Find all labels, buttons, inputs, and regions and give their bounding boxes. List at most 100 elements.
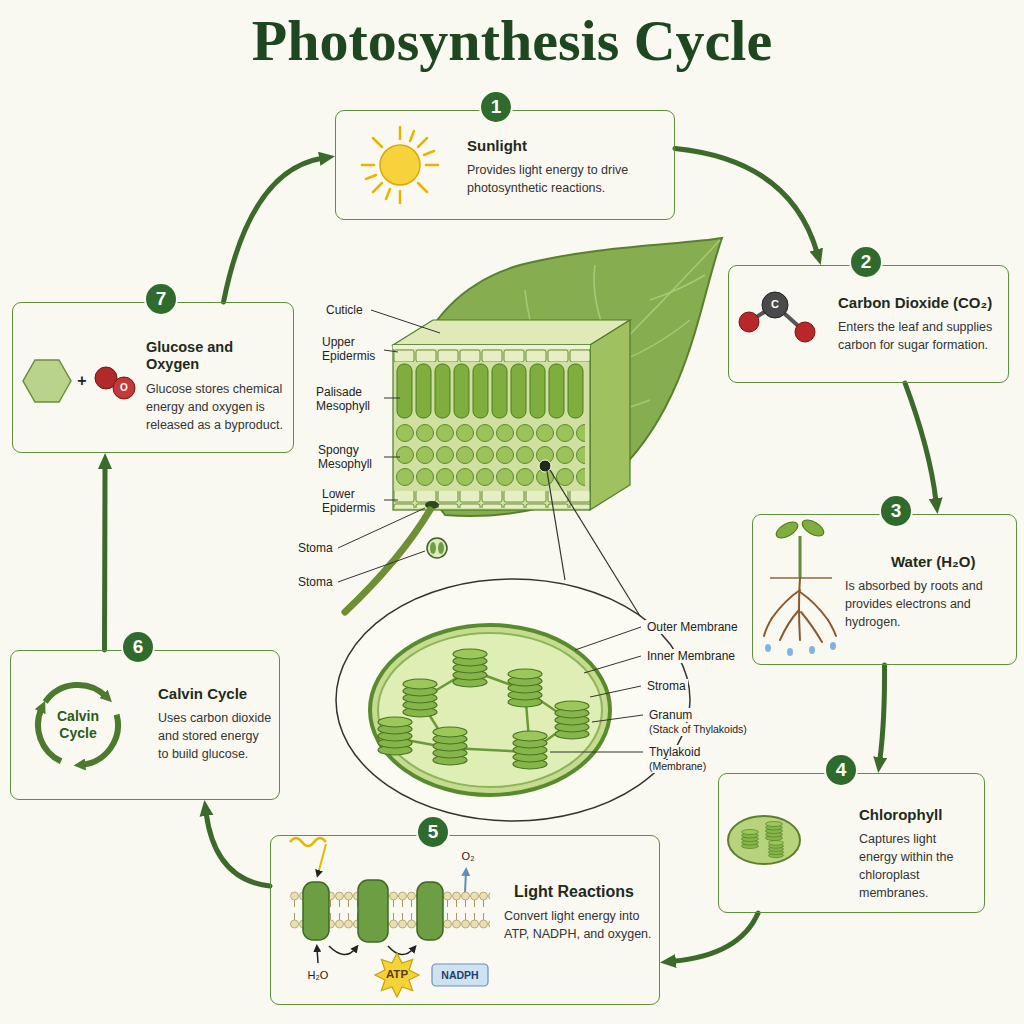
chloroplast-icon bbox=[728, 816, 800, 864]
sun-icon bbox=[380, 145, 420, 185]
chloroplast-detail bbox=[508, 669, 542, 707]
leaf-cross-section bbox=[427, 538, 447, 558]
part-label: Outer Membrane bbox=[645, 620, 740, 634]
chloroplast-detail bbox=[403, 679, 437, 717]
chloroplast-detail bbox=[336, 579, 690, 821]
chloroplast-icon bbox=[766, 822, 783, 841]
plant-roots-icon bbox=[799, 578, 800, 640]
chloroplast-detail bbox=[378, 633, 602, 787]
chloroplast-detail bbox=[584, 656, 641, 673]
plant-roots-icon bbox=[800, 517, 827, 539]
cycle-arrow bbox=[905, 383, 936, 501]
leaf-cross-section bbox=[430, 542, 436, 554]
sun-icon bbox=[418, 183, 427, 192]
leader-lines bbox=[384, 457, 400, 458]
sun-icon bbox=[362, 127, 438, 203]
step-box: 3Water (H₂O)Is absorbed by roots and pro… bbox=[752, 514, 1017, 665]
chloroplast-detail bbox=[575, 627, 641, 650]
step-number: 4 bbox=[824, 753, 858, 787]
chloroplast-detail bbox=[555, 701, 589, 739]
part-label: Inner Membrane bbox=[645, 649, 737, 663]
step-number: 2 bbox=[849, 245, 883, 279]
step-number: 1 bbox=[479, 90, 513, 124]
cycle-arrow bbox=[224, 158, 323, 302]
icon-label: + bbox=[77, 371, 86, 390]
sun-icon bbox=[366, 175, 376, 179]
sun-icon bbox=[399, 127, 402, 139]
chloroplast-detail bbox=[453, 649, 487, 687]
part-label: Spongy Mesophyll bbox=[318, 443, 394, 472]
calvin-cycle-icon bbox=[45, 685, 106, 702]
step-heading: Calvin Cycle bbox=[158, 685, 266, 703]
leader-lines bbox=[384, 500, 398, 501]
chloroplast-detail bbox=[433, 727, 467, 765]
step-heading: Water (H₂O) bbox=[891, 553, 1005, 571]
sun-icon bbox=[373, 183, 382, 192]
leader-lines bbox=[384, 398, 400, 399]
plant-roots-icon bbox=[765, 642, 836, 656]
glucose-oxygen-icon bbox=[23, 360, 135, 402]
step-box: 7Glucose and OxygenGlucose stores chemic… bbox=[12, 302, 294, 453]
chloroplast-detail bbox=[592, 715, 643, 722]
cycle-arrow bbox=[880, 665, 885, 760]
chloroplast-icon bbox=[768, 841, 783, 858]
step-number: 6 bbox=[121, 630, 155, 664]
cycle-arrow bbox=[673, 913, 758, 961]
leader-lines bbox=[371, 310, 440, 333]
sun-icon bbox=[373, 138, 382, 147]
icon-label: H₂O bbox=[308, 969, 329, 982]
cycle-arrow bbox=[675, 149, 817, 253]
leaf-cross-section bbox=[345, 320, 630, 612]
co2-molecule bbox=[739, 292, 815, 342]
chloroplast-detail bbox=[590, 686, 641, 697]
thylakoid-membrane-icon bbox=[465, 872, 466, 892]
chloroplast-detail bbox=[370, 625, 610, 795]
chloroplast-detail bbox=[336, 579, 690, 821]
step-description: Glucose stores chemical energy and oxyge… bbox=[146, 380, 286, 434]
thylakoid-membrane-icon bbox=[375, 953, 419, 997]
chloroplast-detail bbox=[550, 627, 643, 752]
glucose-oxygen-icon bbox=[113, 377, 135, 399]
step-heading: Sunlight bbox=[467, 137, 664, 155]
leader-lines bbox=[384, 350, 398, 352]
plant-roots-icon bbox=[801, 612, 822, 642]
step-number: 3 bbox=[879, 494, 913, 528]
leaf-cross-section bbox=[590, 320, 630, 510]
sun-icon bbox=[362, 127, 438, 203]
leaf-cross-section bbox=[393, 349, 590, 362]
sun-icon bbox=[399, 191, 402, 203]
chloroplast-detail bbox=[513, 731, 547, 769]
icon-label: O bbox=[120, 382, 128, 394]
step-heading: Carbon Dioxide (CO₂) bbox=[838, 294, 997, 312]
icon-label: C bbox=[771, 298, 779, 311]
icon-label: ATP bbox=[386, 968, 408, 982]
plant-roots-icon bbox=[764, 578, 836, 642]
part-label: Palisade Mesophyll bbox=[316, 385, 396, 414]
plant-roots-icon bbox=[764, 517, 836, 656]
icon-label: NADPH bbox=[441, 969, 478, 982]
leaf-cross-section bbox=[393, 345, 590, 510]
thylakoid-membrane-icon bbox=[417, 882, 443, 940]
step-description: Is absorbed by roots and provides electr… bbox=[845, 577, 1009, 631]
step-box: 4ChlorophyllCaptures light energy within… bbox=[718, 773, 985, 913]
plant-roots-icon bbox=[764, 618, 772, 636]
thylakoid-membrane-icon bbox=[290, 838, 490, 997]
sun-icon bbox=[424, 151, 434, 155]
step-box: 2Carbon Dioxide (CO₂)Enters the leaf and… bbox=[728, 265, 1009, 383]
leaf-cross-section bbox=[393, 320, 630, 345]
co2-molecule bbox=[739, 312, 759, 332]
leader-lines bbox=[338, 551, 425, 582]
diagram-title: Photosynthesis Cycle bbox=[0, 8, 1024, 75]
sun-icon bbox=[426, 164, 438, 167]
plant-roots-icon bbox=[765, 644, 771, 652]
part-label: Upper Epidermis bbox=[322, 335, 392, 364]
plant-roots-icon bbox=[787, 648, 793, 656]
part-label: Thylakoid bbox=[647, 745, 702, 759]
plant-roots-icon bbox=[830, 642, 836, 650]
chloroplast-detail bbox=[550, 752, 643, 753]
leaf-cross-section bbox=[395, 362, 585, 420]
step-number: 5 bbox=[416, 815, 450, 849]
step-box: 6Calvin CycleUses carbon dioxide and sto… bbox=[10, 650, 280, 800]
chloroplast-icon bbox=[742, 830, 759, 849]
step-heading: Chlorophyll bbox=[859, 806, 973, 824]
